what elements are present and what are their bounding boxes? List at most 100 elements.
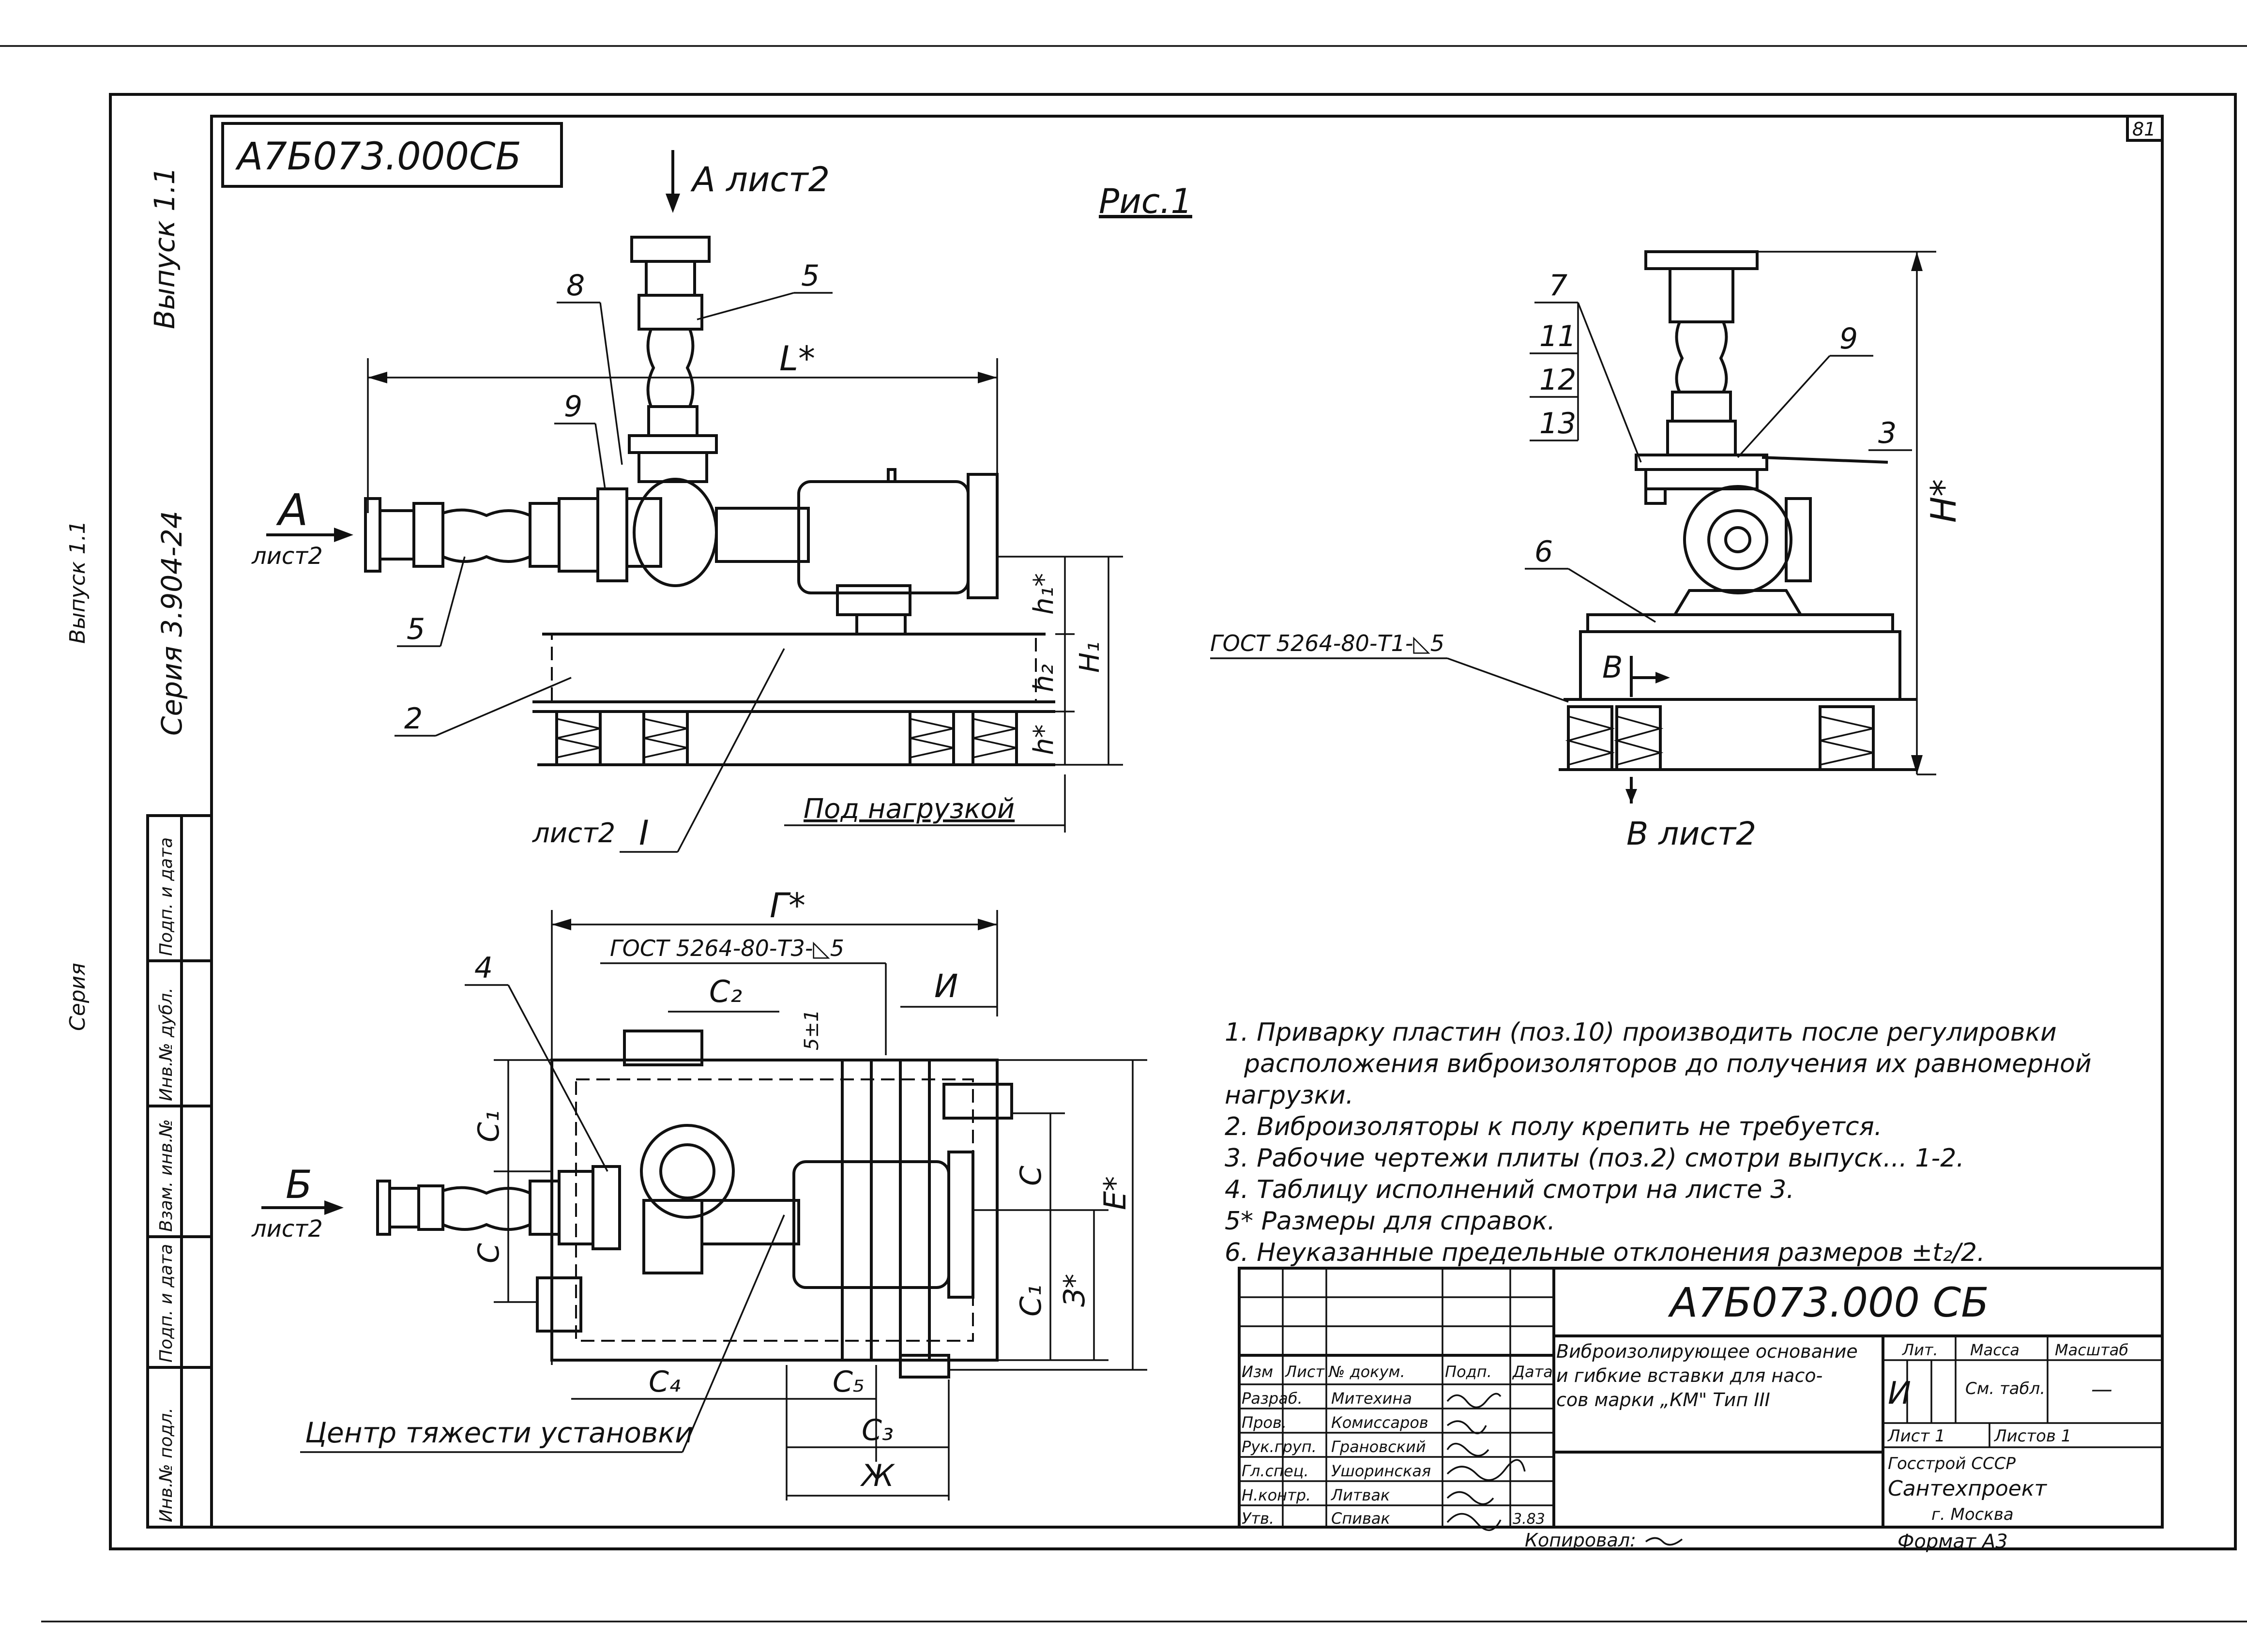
detail-ref: лист2: [532, 818, 615, 849]
role-glspec: Гл.спец.: [1242, 1462, 1309, 1480]
stamp-col-inv: Инв.№ подл.: [156, 1408, 176, 1522]
header-mass: Масса: [1970, 1341, 2019, 1359]
note-5: 5* Размеры для справок.: [1225, 1207, 1555, 1236]
note-6: 6. Неуказанные предельные отклонения раз…: [1225, 1238, 1985, 1267]
top-code-box: [221, 122, 563, 188]
note-4: 4. Таблицу исполнений смотри на листе 3.: [1225, 1175, 1794, 1204]
section-a-top-label: А лист2: [690, 160, 830, 199]
front-view: А лист2 А лист2 L*: [251, 150, 1123, 853]
spring-right-2: [972, 710, 1018, 766]
person-1: Митехина: [1331, 1389, 1412, 1408]
callout-8: 8: [566, 269, 585, 303]
pump-volute: [633, 478, 718, 587]
rev-h-sign: Подп.: [1445, 1363, 1492, 1381]
side-frame: [1579, 630, 1901, 701]
dim-H1: H₁: [1074, 641, 1106, 673]
dim-L: L*: [779, 339, 815, 379]
role-nkontr: Н.контр.: [1242, 1486, 1311, 1504]
rev-h-doc: № докум.: [1328, 1363, 1405, 1381]
side-weld-note: ГОСТ 5264-80-Т1-◺5: [1210, 630, 1444, 656]
sheet-label: Лист 1: [1887, 1426, 1945, 1446]
top-flex-hose: [646, 328, 695, 408]
arrow-b-label: Б: [286, 1162, 312, 1207]
pad-bottom-right: [899, 1354, 950, 1379]
plan-view: Г* ГОСТ 5264-80-Т3-◺5 С₂: [251, 886, 1147, 1500]
dim-h1: h₁*: [1028, 573, 1060, 615]
role-utv: Утв.: [1242, 1509, 1274, 1528]
mass-value: См. табл.: [1965, 1379, 2045, 1398]
section-b-ref: В лист2: [1626, 815, 1756, 852]
side-stamp: Инв.№ подл. Подп. и дата Взам. инв.№ Инв…: [146, 814, 213, 1529]
outer-frame: [109, 93, 2237, 1550]
side-top-flange: [1644, 250, 1759, 270]
plan-weld-note: ГОСТ 5264-80-Т3-◺5: [610, 935, 844, 961]
note-1b: расположения виброизоляторов до получени…: [1244, 1049, 2092, 1078]
top-flange: [630, 236, 711, 263]
spring-right-1: [909, 710, 955, 766]
dim-C2: С₂: [709, 974, 742, 1009]
sheets-label: Листов 1: [1993, 1426, 2071, 1446]
org-line-3: г. Москва: [1931, 1505, 2014, 1524]
person-6: Спивак: [1331, 1509, 1391, 1528]
title-name-3: сов марки „КМ" Тип III: [1556, 1389, 1770, 1410]
plan-pump-volute: [640, 1124, 735, 1219]
stamp-col-dup: Инв.№ дубл.: [156, 987, 176, 1101]
note-3: 3. Рабочие чертежи плиты (поз.2) смотри …: [1225, 1144, 1964, 1173]
signature-1: [1446, 1393, 1502, 1409]
callout-3: 3: [1878, 416, 1897, 450]
callout-6: 6: [1534, 535, 1553, 569]
dim-h: h*: [1028, 725, 1060, 756]
figure-title: Рис.1: [1099, 182, 1192, 221]
dim-C1-left: С₁: [472, 1110, 506, 1142]
signature-5: [1446, 1491, 1494, 1505]
dim-h2: h₂: [1028, 664, 1060, 692]
dim-C3: С₃: [862, 1413, 894, 1447]
title-name-2: и гибкие вставки для насо-: [1556, 1365, 1822, 1386]
dim-C-right: С: [1014, 1166, 1048, 1186]
signature-4: [1446, 1459, 1526, 1481]
rev-h-izm: Изм: [1242, 1363, 1273, 1381]
motor: [797, 480, 970, 594]
pad-top-right: [942, 1083, 1013, 1120]
margin-seria-outer: Серия: [65, 963, 90, 1031]
dim-C-left: С: [472, 1243, 506, 1263]
scale-value: —: [2091, 1377, 2112, 1402]
top-code: А7Б073.000СБ: [235, 135, 521, 179]
signature-2: [1446, 1420, 1487, 1434]
title-name-1: Виброизолирующее основание: [1556, 1341, 1858, 1362]
copied-signature: [1645, 1537, 1683, 1546]
header-scale: Масштаб: [2055, 1341, 2128, 1359]
dim-5: 5±1: [801, 1010, 823, 1050]
format-label: Формат А3: [1898, 1531, 2008, 1553]
note-1c: нагрузки.: [1225, 1081, 1353, 1110]
callout-9: 9: [564, 390, 582, 424]
dim-G: Г*: [770, 886, 805, 925]
rev-h-list: Лист: [1285, 1363, 1325, 1381]
dim-Zh: Ж: [860, 1458, 895, 1493]
person-3: Грановский: [1331, 1438, 1426, 1456]
section-a-left-label: А: [276, 485, 308, 536]
person-4: Ушоринская: [1331, 1462, 1431, 1480]
title-code: А7Б073.000 СБ: [1668, 1279, 1989, 1326]
stamp-col-sign: Подп. и дата: [156, 1244, 176, 1363]
side-view: H* В В лист2 ГОСТ 5264-80-Т1-◺5 7 11 12 …: [1210, 250, 1964, 852]
person-2: Комиссаров: [1331, 1413, 1428, 1432]
base-plate: [551, 633, 1037, 703]
callout-4: 4: [474, 951, 493, 985]
callout-5-top: 5: [801, 259, 820, 293]
center-gravity-label: Центр тяжести установки: [305, 1416, 693, 1449]
plan-flex-hose: [441, 1186, 531, 1231]
signature-6: [1446, 1513, 1502, 1531]
section-a-left-sub: лист2: [251, 543, 323, 570]
role-ruk: Рук.груп.: [1242, 1438, 1317, 1456]
rev-h-date: Дата: [1512, 1363, 1553, 1381]
spring-left-2: [642, 710, 689, 766]
dim-C5: С₅: [833, 1365, 865, 1399]
dim-Z: З*: [1058, 1274, 1092, 1307]
callout-5-left: 5: [407, 612, 425, 646]
section-b-inner: В: [1602, 650, 1623, 685]
side-plate: [1586, 613, 1894, 633]
lit-value: И: [1888, 1376, 1911, 1411]
role-prov: Пров.: [1242, 1413, 1287, 1432]
